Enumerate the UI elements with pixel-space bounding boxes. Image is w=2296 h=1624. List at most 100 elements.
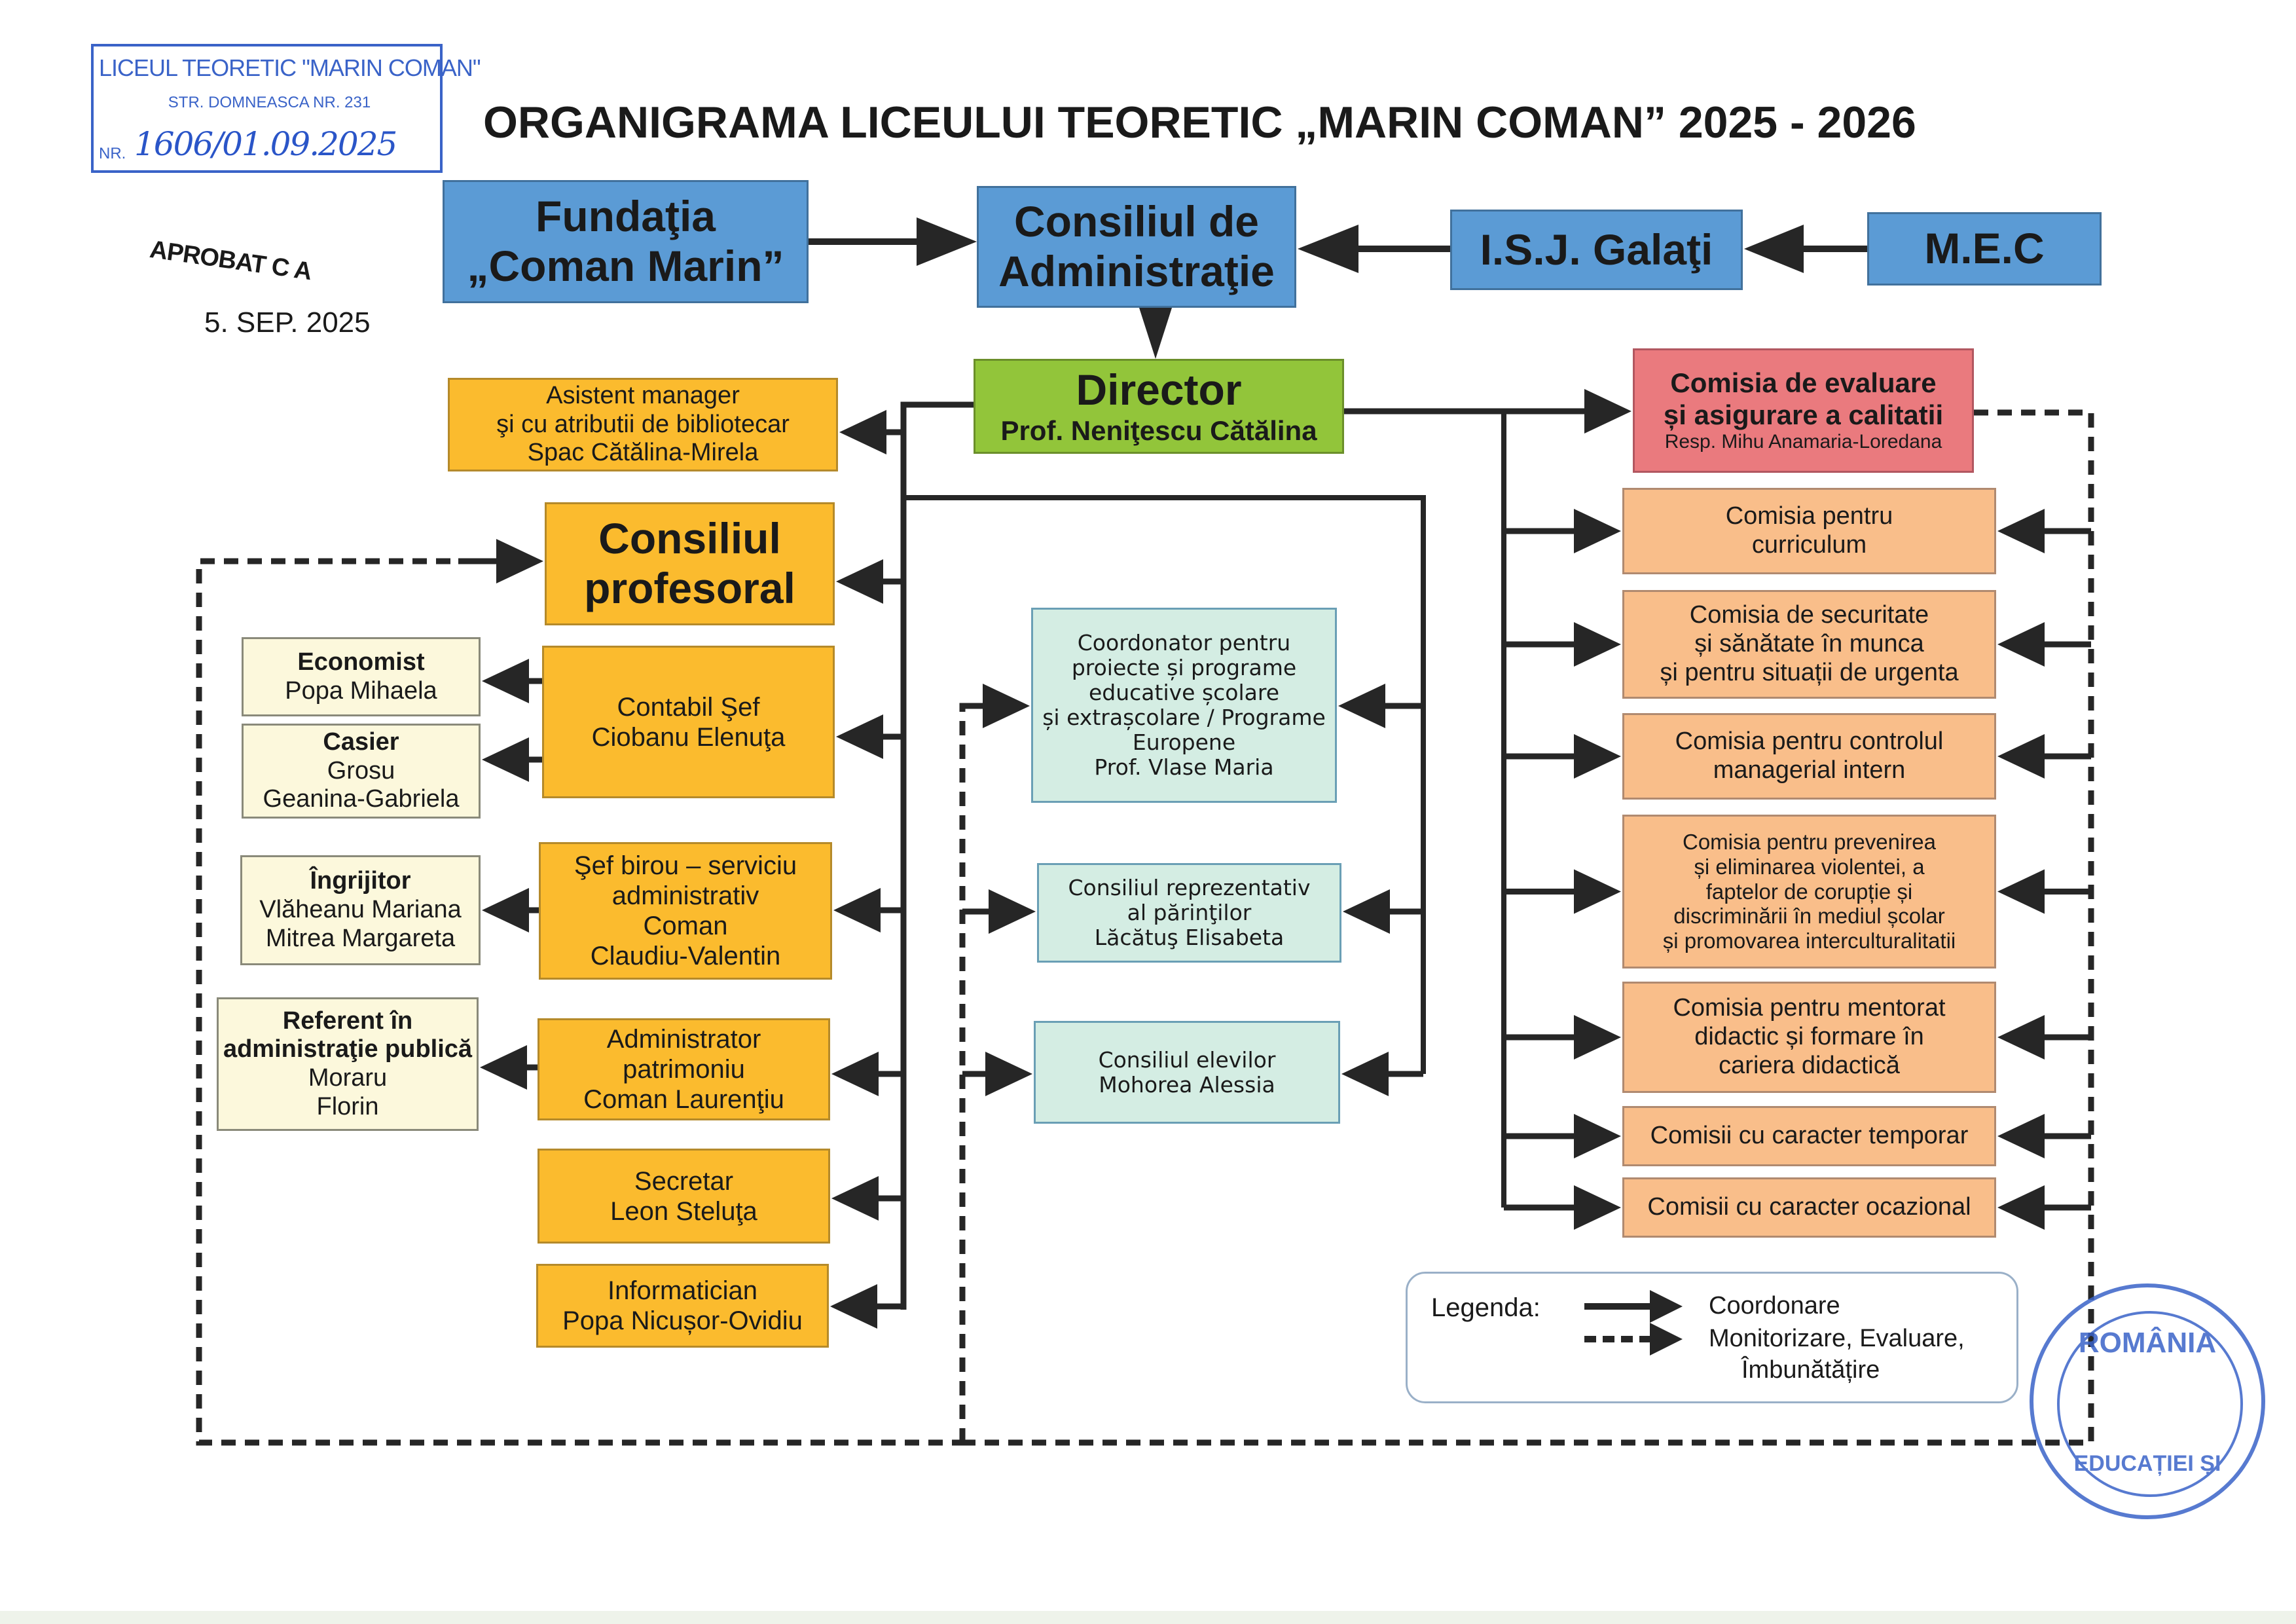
council-line: Consiliul elevilor [1098, 1046, 1276, 1073]
commission-line: didactic și formare în [1694, 1023, 1924, 1051]
council-line: Prof. Vlase Maria [1094, 754, 1274, 780]
isj-box[interactable]: I.S.J. Galaţi [1450, 210, 1743, 290]
arrow-layer [458, 389, 2091, 1329]
monitor-arrow-commission-3-arrowhead [1997, 869, 2045, 914]
commission-line: Comisii cu caracter ocazional [1647, 1193, 1971, 1221]
commission-temporar[interactable]: Comisii cu caracter temporar [1622, 1106, 1996, 1166]
arrow-to-subordinate-0-arrowhead [482, 659, 529, 703]
commission-line: și pentru situații de urgenta [1660, 658, 1959, 686]
ca-line1: Consiliul de [1013, 197, 1260, 246]
admin-staff-line: Secretar [634, 1166, 734, 1196]
arrowhead-fundatia-to-ca [917, 217, 977, 266]
council-line: educative școlare [1088, 680, 1280, 706]
approval-date: 5. SEP. 2025 [204, 306, 371, 339]
admin-staff-line: Administrator [606, 1025, 761, 1054]
commission-line: cariera didactică [1719, 1051, 1900, 1079]
subordinate-name: Moraru [308, 1064, 388, 1092]
arrow-to-commission-5-arrowhead [1574, 1114, 1621, 1158]
director-box[interactable]: Director Prof. Neniţescu Cătălina [974, 359, 1344, 454]
asistent-line1: Asistent manager [546, 381, 740, 409]
stamp-nr-value: 1606/01.09.2025 [134, 125, 397, 163]
arrow-to-commission-4-arrowhead [1574, 1015, 1621, 1060]
quality-dashed [962, 409, 2094, 1446]
arrow-to-commission-6-arrowhead [1574, 1185, 1621, 1230]
monitor-arrow-council-2-arrowhead [985, 1052, 1032, 1096]
official-seal: ROMÂNIA EDUCAȚIEI ȘI [2030, 1283, 2265, 1519]
arrow-to-admin-3-arrowhead [831, 1176, 879, 1221]
arrow-to-commission-0-arrowhead [1574, 509, 1621, 553]
cp-line2: profesoral [584, 564, 795, 612]
commission-line: și promovarea interculturalitatii [1662, 929, 1956, 953]
admin-staff-line: Coman Laurenţiu [583, 1085, 784, 1114]
middle-loop [903, 495, 1426, 1074]
asistent-line2: şi cu atributii de bibliotecar [496, 410, 790, 438]
council-line: Lăcătuş Elisabeta [1094, 924, 1285, 950]
arrow-to-asistent-arrowhead [839, 410, 886, 454]
quality-line1: Comisia de evaluare [1670, 367, 1937, 399]
scan-edge [0, 1611, 2296, 1624]
registration-stamp: LICEUL TEORETIC "MARIN COMAN" STR. DOMNE… [91, 44, 481, 173]
council-line: Europene [1132, 729, 1236, 755]
arrow-to-commission-1-arrowhead [1574, 622, 1621, 667]
arrow-to-subordinate-2-arrowhead [482, 888, 529, 932]
subordinate-role: Referent în administraţie publică [223, 1006, 473, 1063]
monitor-arrow-commission-1-arrowhead [1997, 622, 2045, 667]
asistent-box[interactable]: Asistent manager şi cu atributii de bibl… [448, 378, 838, 471]
arrow-to-admin-4-arrowhead [830, 1284, 877, 1329]
monitor-arrow-commission-0-arrowhead [1997, 509, 2045, 553]
admin-staff-line: patrimoniu [623, 1055, 745, 1084]
subordinate-role: Casier [323, 728, 399, 756]
legend-dashed-text-2: Îmbunătățire [1741, 1356, 1880, 1384]
arrow-to-subordinate-1-arrowhead [482, 737, 529, 782]
mec-box[interactable]: M.E.C [1867, 212, 2102, 286]
fundatia-line2: „Coman Marin” [467, 242, 784, 290]
subordinate-name: Geanina-Gabriela [263, 785, 460, 813]
council-line: Mohorea Alessia [1099, 1071, 1275, 1098]
arrow-to-admin-0-arrowhead [836, 714, 883, 759]
subordinate-role: Economist [297, 648, 425, 676]
arrow-to-council-2-arrowhead [1341, 1052, 1389, 1096]
arrow-to-admin-1-arrowhead [833, 888, 881, 932]
arrow-to-commission-3-arrowhead [1574, 869, 1621, 914]
fundatia-box[interactable]: Fundaţia „Coman Marin” [443, 180, 809, 303]
stamp-line-school: LICEUL TEORETIC "MARIN COMAN" [99, 54, 481, 81]
commission-ocazional[interactable]: Comisii cu caracter ocazional [1622, 1177, 1996, 1238]
commission-line: Comisia pentru prevenirea [1682, 829, 1937, 854]
admin-staff-line: Coman [643, 912, 728, 940]
consiliul-profesoral-box[interactable]: Consiliul profesoral [545, 502, 835, 625]
ca-line2: Administraţie [998, 247, 1275, 295]
monitor-arrow-council-1-arrowhead [989, 889, 1036, 934]
seal-inner-ring [2057, 1311, 2243, 1497]
seal-bottom-text: EDUCAȚIEI ȘI [2073, 1451, 2221, 1476]
asistent-line3: Spac Cătălina-Mirela [527, 439, 759, 467]
council-line: proiecte și programe [1071, 655, 1297, 681]
quality-commission-box[interactable]: Comisia de evaluare și asigurare a calit… [1633, 348, 1974, 473]
stamp-line-address: STR. DOMNEASCA NR. 231 [168, 94, 371, 111]
commission-line: Comisii cu caracter temporar [1650, 1122, 1969, 1150]
subordinate-name: Popa Mihaela [285, 676, 437, 705]
commission-line: faptelor de corupție și [1705, 879, 1913, 904]
arrowhead-mec-to-isj [1744, 225, 1804, 273]
fundatia-line1: Fundaţia [536, 192, 716, 241]
commission-line: Comisia pentru [1725, 502, 1893, 530]
arrow-to-council-1-arrowhead [1343, 889, 1390, 934]
stamp-nr-label: NR. [99, 145, 126, 162]
consiliul-administratie-box[interactable]: Consiliul de Administraţie [977, 186, 1296, 308]
